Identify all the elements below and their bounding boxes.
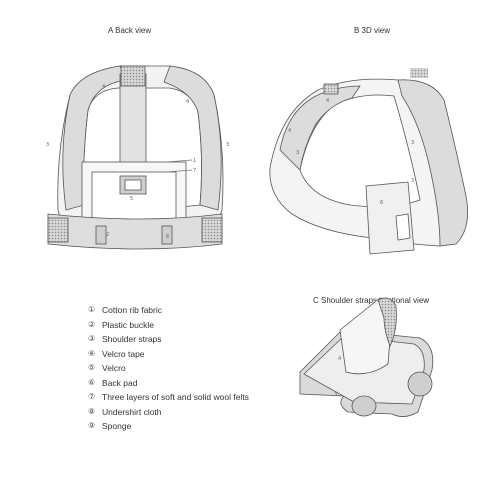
threed-front-strap — [397, 79, 469, 247]
legend-number: ④ — [88, 348, 96, 358]
legend-item: ⑧ Undershirt cloth — [88, 405, 249, 420]
back-waist-band — [47, 213, 223, 250]
legend-label: Undershirt cloth — [102, 406, 162, 417]
section-callout: 3 — [334, 392, 337, 398]
section-sponge-end — [351, 395, 377, 417]
back-left-strap — [62, 65, 127, 211]
threed-back-strap — [279, 85, 361, 171]
legend-label: Shoulder straps — [102, 334, 162, 344]
legend-label: Velcro tape — [102, 348, 145, 359]
back-callout: 6 — [166, 234, 169, 240]
threed-callout: 6 — [380, 200, 383, 206]
back-view-figure — [47, 65, 224, 250]
legend-item: ② Plastic buckle — [88, 318, 249, 333]
legend-label: Plastic buckle — [102, 319, 154, 330]
threed-callout: 3 — [411, 140, 414, 146]
legend-number: ⑦ — [88, 392, 96, 401]
back-right-strap — [163, 65, 222, 211]
legend-item: ① Cotton rib fabric — [88, 303, 249, 318]
threed-callout: 3 — [411, 178, 414, 184]
section-view-callouts: 4 3 — [334, 356, 341, 398]
parts-legend: ① Cotton rib fabric ② Plastic buckle ③ Shou… — [88, 303, 249, 434]
threed-callout: 4 — [326, 98, 329, 104]
legend-label: Sponge — [102, 421, 132, 431]
legend-item: ⑨ Sponge — [88, 419, 249, 434]
legend-label: Three layers of soft and solid wool felt… — [102, 392, 249, 402]
legend-label: Cotton rib fabric — [102, 305, 162, 315]
legend-number: ③ — [88, 334, 96, 343]
legend-number: ⑥ — [88, 377, 96, 387]
back-callout: 1 — [193, 158, 196, 164]
back-callout: 5 — [130, 196, 133, 202]
back-view-callouts: 4 4 3 3 1 7 5 2 6 — [46, 84, 229, 240]
section-view-title: C Shoulder straps sectional view — [313, 296, 430, 305]
legend-item: ⑦ Three layers of soft and solid wool fel… — [88, 390, 249, 405]
legend-label: Velcro — [102, 363, 126, 373]
threed-view-callouts: 4 4 3 3 3 6 — [288, 98, 414, 206]
back-callout: 4 — [102, 84, 105, 90]
back-callout: 3 — [226, 142, 229, 148]
threed-view-figure — [269, 68, 469, 255]
back-callout: 2 — [106, 232, 109, 238]
legend-number: ① — [88, 305, 96, 314]
legend-number: ⑤ — [88, 363, 96, 372]
threed-mesh-top — [323, 83, 339, 95]
section-view-figure — [299, 297, 434, 417]
threed-callout: 4 — [288, 128, 291, 134]
legend-item: ③ Shoulder straps — [88, 332, 249, 347]
legend-number: ⑨ — [88, 421, 96, 430]
legend-number: ② — [88, 319, 96, 329]
section-callout: 4 — [338, 356, 341, 362]
threed-callout: 3 — [296, 150, 299, 156]
legend-number: ⑧ — [88, 406, 96, 416]
back-callout: 3 — [46, 142, 49, 148]
legend-item: ⑥ Back pad — [88, 376, 249, 391]
back-mesh-panel — [120, 65, 146, 87]
legend-label: Back pad — [102, 377, 138, 388]
back-view-title: A Back view — [108, 26, 152, 35]
legend-item: ④ Velcro tape — [88, 347, 249, 362]
back-callout: 4 — [186, 99, 189, 105]
back-callout: 7 — [193, 168, 196, 174]
threed-view-title: B 3D view — [354, 26, 391, 35]
legend-item: ⑤ Velcro — [88, 361, 249, 376]
